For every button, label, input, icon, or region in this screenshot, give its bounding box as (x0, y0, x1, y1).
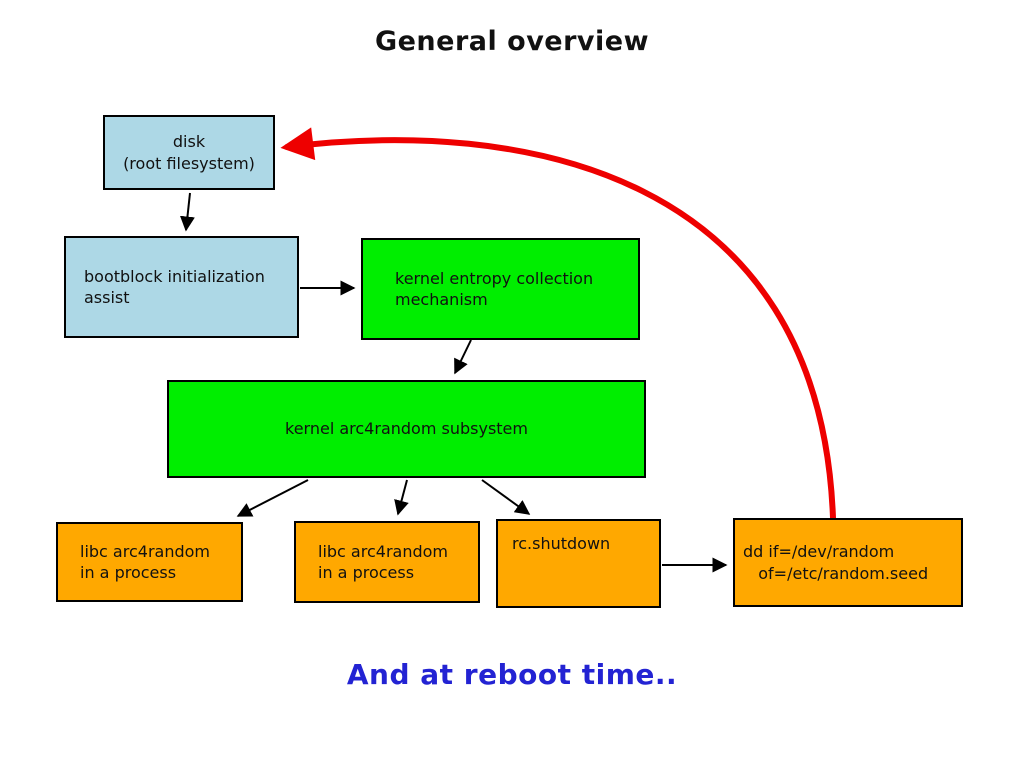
node-rc-shutdown: rc.shutdown (496, 519, 661, 608)
arrow-entropy-to-arc4random (454, 339, 472, 375)
node-disk: disk (root filesystem) (103, 115, 275, 190)
node-libc2-label: libc arc4random in a process (318, 541, 448, 582)
node-bootblock-init: bootblock initialization assist (64, 236, 299, 338)
node-bootblock-label: bootblock initialization assist (84, 266, 265, 307)
node-kernel-arc4random: kernel arc4random subsystem (167, 380, 646, 478)
node-rcshutdown-label: rc.shutdown (512, 534, 611, 553)
arrow-arc4random-to-rcshutdown (481, 479, 531, 515)
node-libc-arc4random-1: libc arc4random in a process (56, 522, 243, 602)
node-entropy-label: kernel entropy collection mechanism (395, 268, 594, 309)
arrow-arc4random-to-libc2 (394, 479, 409, 516)
node-arc4random-label: kernel arc4random subsystem (285, 419, 528, 439)
reboot-time-note: And at reboot time.. (346, 658, 678, 691)
page-title: General overview (374, 26, 650, 57)
node-dd-random-seed: dd if=/dev/random of=/etc/random.seed (733, 518, 963, 607)
node-kernel-entropy: kernel entropy collection mechanism (361, 238, 640, 340)
arrow-disk-to-bootblock (179, 192, 195, 232)
node-disk-label: disk (root filesystem) (123, 132, 255, 173)
node-dd-label: dd if=/dev/random of=/etc/random.seed (743, 542, 929, 583)
arrow-red-reboot-to-disk (280, 127, 836, 521)
node-libc1-label: libc arc4random in a process (80, 541, 210, 582)
arrow-arc4random-to-libc1 (236, 479, 309, 517)
node-libc-arc4random-2: libc arc4random in a process (294, 521, 480, 603)
